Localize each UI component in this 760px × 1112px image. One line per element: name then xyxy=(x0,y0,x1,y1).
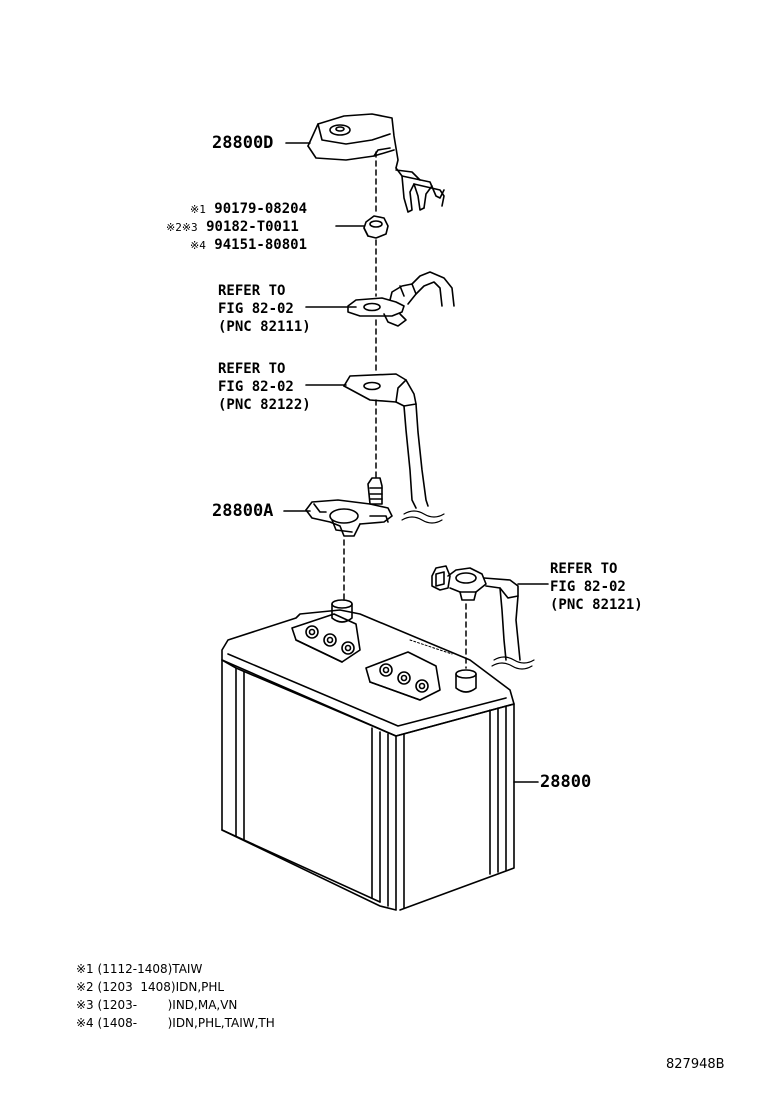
cable-break-mark-2 xyxy=(491,656,535,670)
reference-3: REFER TO FIG 82-02 (PNC 82121) xyxy=(550,560,643,614)
cable-bracket-drawing xyxy=(343,373,429,509)
reference-2-line3: (PNC 82122) xyxy=(218,397,311,413)
fastener-1: ※1 90179-08204 xyxy=(190,201,307,217)
reference-1-line1: REFER TO xyxy=(218,283,286,299)
cable-break-mark xyxy=(401,510,445,524)
footnote-4-text: (1408- )IDN,PHL,TAIW,TH xyxy=(97,1016,275,1030)
footnote-3-mark: ※3 xyxy=(76,998,94,1012)
reference-3-line1: REFER TO xyxy=(550,561,618,577)
reference-2-line2: FIG 82-02 xyxy=(218,379,294,395)
reference-1-line3: (PNC 82111) xyxy=(218,319,311,335)
nut-drawing xyxy=(363,215,389,239)
footnote-4: ※4 (1408- )IDN,PHL,TAIW,TH xyxy=(76,1014,275,1032)
label-clamp: 28800A xyxy=(212,501,274,521)
footnote-2: ※2 (1203 1408)IDN,PHL xyxy=(76,978,275,996)
fastener-2-number: 90182-T0011 xyxy=(206,219,299,235)
terminal-lug-drawing xyxy=(347,271,455,327)
footnote-3: ※3 (1203- )IND,MA,VN xyxy=(76,996,275,1014)
footnote-2-mark: ※2 xyxy=(76,980,94,994)
footnote-2-text: (1203 1408)IDN,PHL xyxy=(97,980,225,994)
negative-clamp-drawing xyxy=(431,565,521,661)
assembly-centerlines xyxy=(343,151,467,669)
footnote-3-text: (1203- )IND,MA,VN xyxy=(97,998,238,1012)
reference-2-line1: REFER TO xyxy=(218,361,286,377)
footnote-4-mark: ※4 xyxy=(76,1016,94,1030)
fastener-2: ※2※3 90182-T0011 xyxy=(166,219,299,235)
footnote-1: ※1 (1112-1408)TAIW xyxy=(76,960,275,978)
label-battery: 28800 xyxy=(540,772,592,792)
battery-drawing xyxy=(221,599,515,911)
footnote-1-text: (1112-1408)TAIW xyxy=(97,962,203,976)
reference-2: REFER TO FIG 82-02 (PNC 82122) xyxy=(218,360,311,414)
reference-1: REFER TO FIG 82-02 (PNC 82111) xyxy=(218,282,311,336)
fastener-2-marks: ※2※3 xyxy=(166,221,198,234)
fastener-3-marks: ※4 xyxy=(190,239,206,252)
fastener-3: ※4 94151-80801 xyxy=(190,237,307,253)
terminal-clamp-drawing xyxy=(305,477,393,537)
fastener-3-number: 94151-80801 xyxy=(214,237,307,253)
reference-3-line3: (PNC 82121) xyxy=(550,597,643,613)
fastener-1-marks: ※1 xyxy=(190,203,206,216)
reference-1-line2: FIG 82-02 xyxy=(218,301,294,317)
footnote-1-mark: ※1 xyxy=(76,962,94,976)
fastener-1-number: 90179-08204 xyxy=(214,201,307,217)
footnotes: ※1 (1112-1408)TAIW ※2 (1203 1408)IDN,PHL… xyxy=(76,960,275,1032)
reference-3-line2: FIG 82-02 xyxy=(550,579,626,595)
figure-id: 827948B xyxy=(666,1057,725,1072)
terminal-cover-drawing xyxy=(307,113,445,213)
label-cover: 28800D xyxy=(212,133,274,153)
